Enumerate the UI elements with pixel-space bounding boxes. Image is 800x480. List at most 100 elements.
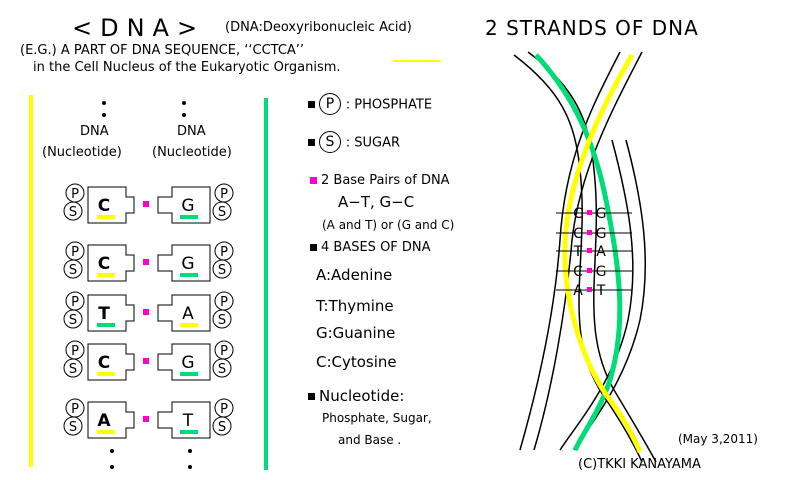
- right-base-shape: [157, 401, 211, 439]
- bullet-icon: [310, 244, 317, 251]
- sugar-symbol-icon: S: [319, 131, 341, 153]
- ellipsis-dot: [110, 449, 114, 453]
- nucleotide-line-2: and Base .: [338, 433, 402, 447]
- phosphate-symbol: P: [220, 187, 228, 202]
- example-line-1: (E.G.) A PART OF DNA SEQUENCE, ‘‘CCTCA’’: [20, 43, 305, 58]
- bases-heading-text: 4 BASES OF DNA: [321, 240, 431, 255]
- helix-right-base: G: [596, 264, 607, 280]
- right-base-marker: [180, 372, 198, 376]
- helix-outline-strand: [533, 51, 643, 451]
- ellipsis-dot: [188, 465, 192, 469]
- left-base-marker: [97, 372, 115, 376]
- left-column-label: DNA: [80, 124, 109, 139]
- helix-left-base: C: [573, 264, 583, 280]
- bullet-icon: [308, 393, 315, 400]
- sugar-circle: [212, 416, 232, 436]
- left-base-marker: [97, 215, 115, 219]
- base-pairs-heading-text: 2 Base Pairs of DNA: [321, 173, 450, 188]
- strands-title: 2 STRANDS OF DNA: [485, 16, 699, 40]
- helix-left-base: C: [573, 226, 583, 242]
- sugar-symbol: S: [69, 362, 77, 377]
- right-base-letter: A: [182, 304, 194, 324]
- nucleotide-heading: Nucleotide:: [308, 387, 404, 405]
- right-base-letter: G: [181, 254, 194, 274]
- left-base-letter: C: [98, 353, 110, 373]
- phosphate-symbol-icon: P: [319, 93, 341, 115]
- sugar-symbol: S: [69, 263, 77, 278]
- sugar-circle: [212, 259, 232, 279]
- left-base-letter: T: [98, 304, 110, 324]
- left-base-letter: A: [97, 411, 111, 431]
- phosphate-symbol: P: [220, 402, 228, 417]
- right-base-marker: [180, 323, 198, 327]
- helix-outline-strand: [559, 139, 634, 451]
- helix-outline-strand: [519, 51, 621, 451]
- helix-right-base: G: [596, 206, 607, 222]
- left-base-letter: C: [98, 254, 110, 274]
- hydrogen-bond: [143, 416, 149, 422]
- hydrogen-bond: [143, 358, 149, 364]
- helix-left-base: C: [573, 206, 583, 222]
- legend-phosphate: P : PHOSPHATE: [308, 93, 432, 115]
- bullet-icon: [308, 100, 315, 108]
- base-pairs-heading: 2 Base Pairs of DNA: [310, 173, 450, 188]
- nucleotide-line-1: Phosphate, Sugar,: [322, 411, 432, 425]
- phosphate-symbol: P: [220, 344, 228, 359]
- helix-bond: [587, 287, 592, 292]
- phosphate-symbol: P: [71, 245, 79, 260]
- helix-left-base: A: [573, 283, 583, 299]
- base-pairs-list: A−T, G−C: [338, 193, 415, 211]
- helix-right-base: T: [596, 283, 606, 299]
- left-base-marker: [97, 323, 115, 327]
- left-base-shape: [87, 401, 135, 439]
- ellipsis-dot: [102, 101, 106, 105]
- phosphate-symbol: P: [71, 344, 79, 359]
- phosphate-symbol: P: [220, 295, 228, 310]
- right-base-letter: G: [181, 196, 194, 216]
- sugar-symbol: S: [69, 313, 77, 328]
- sugar-circle: [63, 416, 83, 436]
- right-base-marker: [180, 215, 198, 219]
- helix-bond: [587, 230, 592, 235]
- phosphate-symbol: P: [220, 245, 228, 260]
- helix-bond: [587, 268, 592, 273]
- sugar-circle: [63, 309, 83, 329]
- helix-right-base: G: [596, 226, 607, 242]
- left-base-shape: [87, 244, 135, 282]
- bases-heading: 4 BASES OF DNA: [310, 240, 431, 255]
- ellipsis-dot: [182, 101, 186, 105]
- sugar-circle: [212, 201, 232, 221]
- sugar-symbol: S: [69, 420, 77, 435]
- green-strand: [534, 53, 623, 452]
- left-base-shape: [87, 294, 135, 332]
- sugar-circle: [63, 201, 83, 221]
- sugar-symbol: S: [218, 313, 226, 328]
- hydrogen-bond: [143, 259, 149, 265]
- left-base-shape: [87, 343, 135, 381]
- right-base-letter: G: [181, 353, 194, 373]
- right-base-marker: [180, 430, 198, 434]
- legend-phosphate-label: : PHOSPHATE: [345, 97, 433, 113]
- ellipsis-dot: [102, 113, 106, 117]
- helix-outline-strand: [573, 139, 647, 451]
- credit-label: (C)TKKI KANAYAMA: [578, 457, 701, 472]
- sugar-circle: [212, 358, 232, 378]
- sugar-symbol: S: [218, 362, 226, 377]
- base-pairs-note: (A and T) or (G and C): [322, 218, 455, 232]
- green-divider-bar: [264, 98, 268, 470]
- date-label: (May 3,2011): [678, 432, 758, 446]
- left-base-marker: [97, 430, 115, 434]
- right-base-shape: [157, 244, 211, 282]
- example-line-2: in the Cell Nucleus of the Eukaryotic Or…: [33, 60, 341, 75]
- helix-outline-strand: [527, 51, 657, 463]
- ellipsis-dot: [188, 449, 192, 453]
